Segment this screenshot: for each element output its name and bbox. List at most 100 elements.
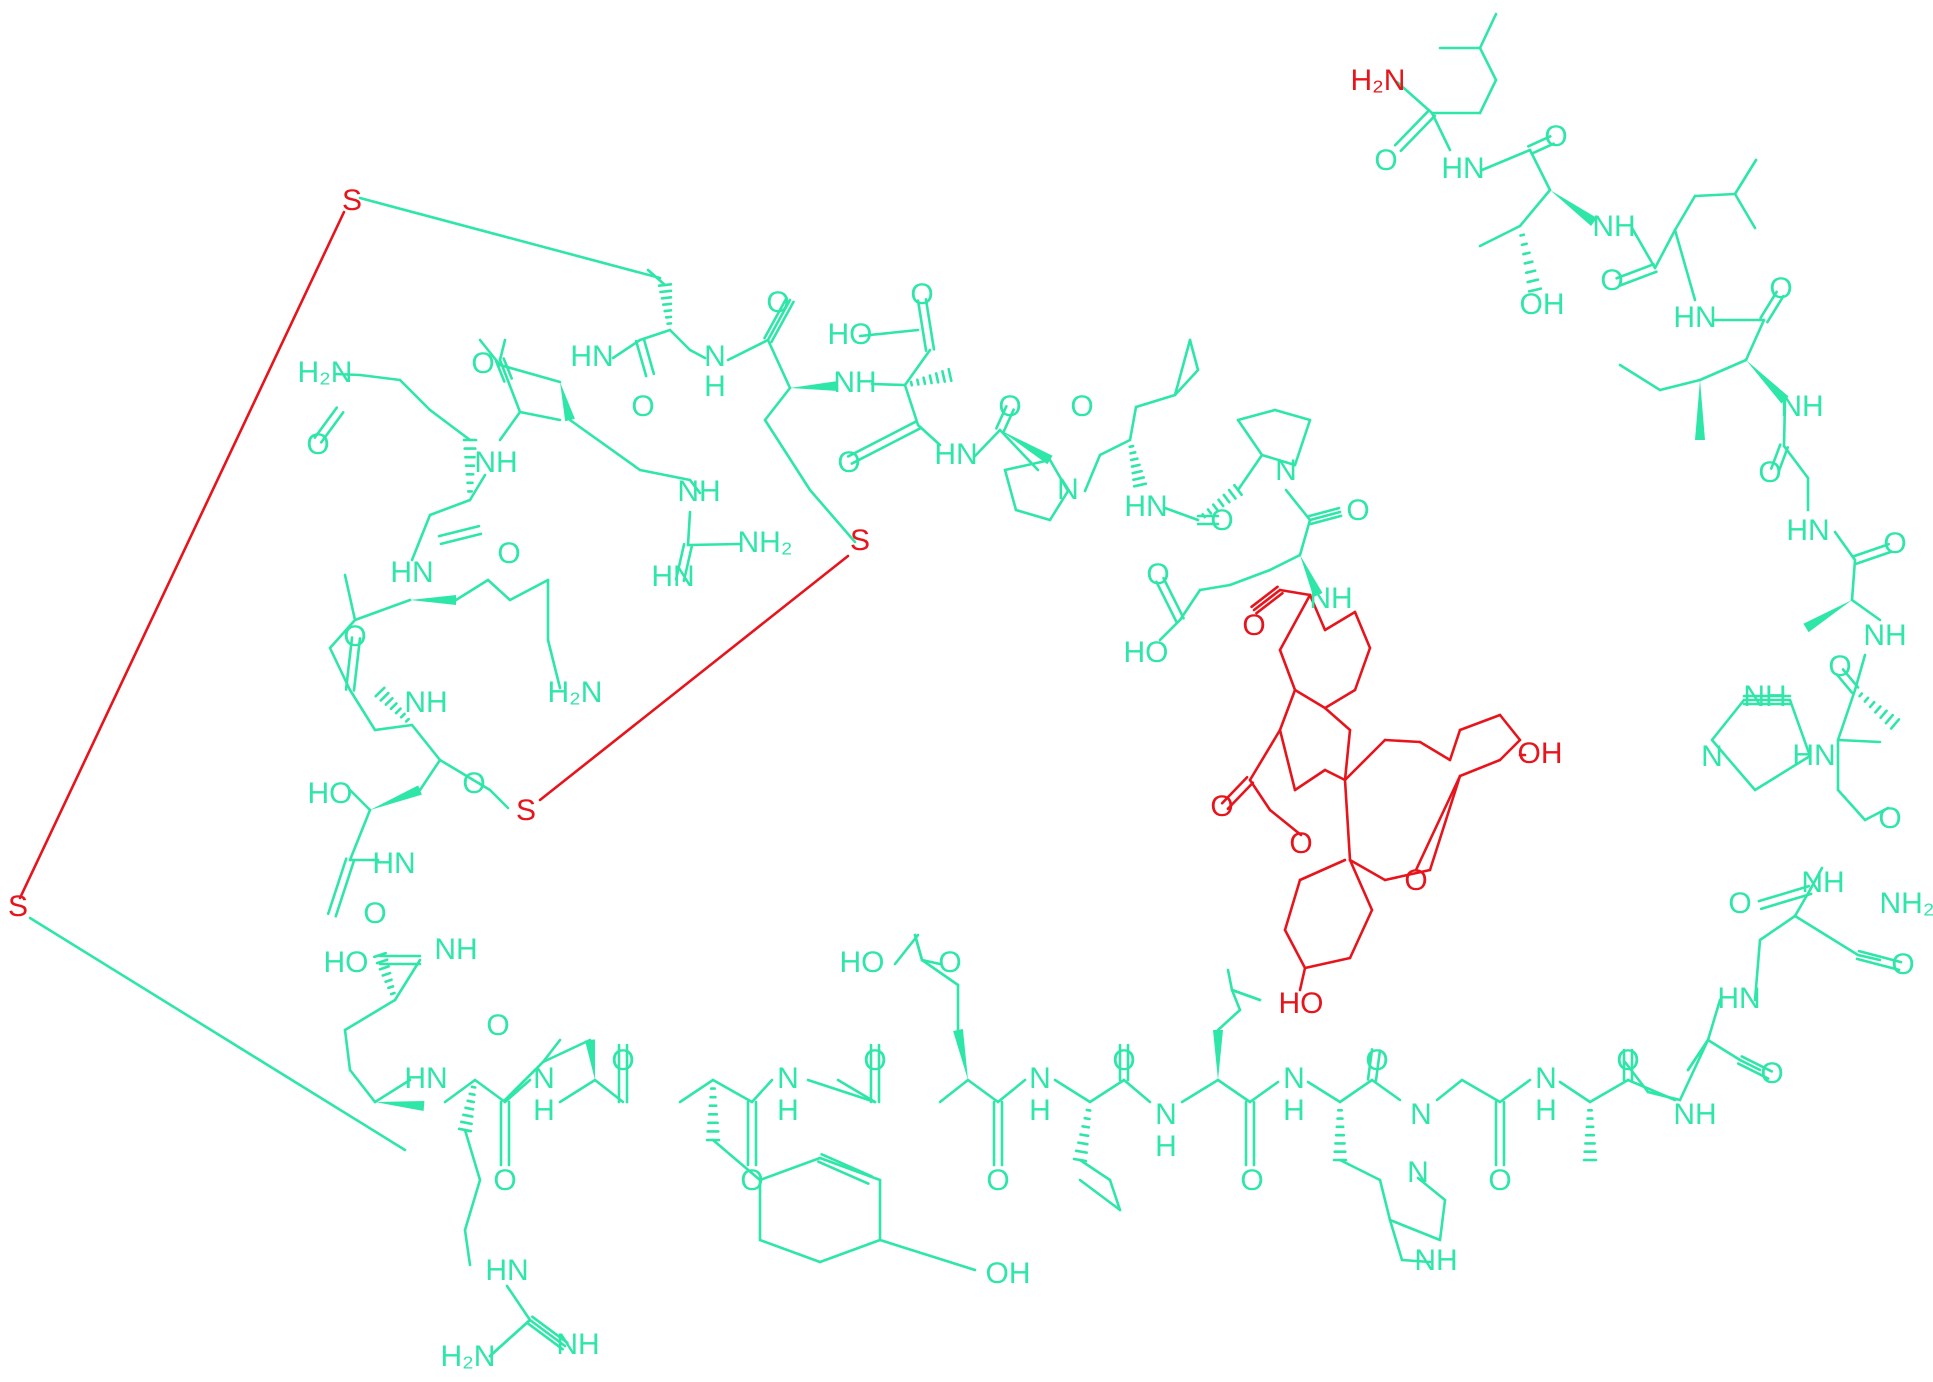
hashed-bond [464, 1106, 475, 1111]
bond-line [503, 1060, 545, 1102]
bond-line [1782, 398, 1787, 448]
bond-line [468, 473, 487, 502]
atom-label-hn-arg1: HN [651, 560, 694, 593]
bond-line [343, 573, 357, 622]
bond-line [1173, 368, 1200, 397]
atom-label-o3: O [1600, 264, 1623, 297]
bond-line [343, 998, 397, 1032]
hashed-bond [1217, 498, 1225, 508]
double-bond [1757, 884, 1811, 903]
bond-line [1343, 738, 1387, 782]
double-bond [820, 1153, 873, 1178]
hashed-bond [404, 717, 410, 723]
atom-label-h2n-cterm: H₂N [1351, 64, 1406, 97]
bond-line [1383, 738, 1422, 744]
double-bond [313, 406, 339, 439]
bond-line [1438, 1198, 1447, 1242]
bond-line [1306, 1080, 1342, 1104]
atom-label-o16: O [1112, 1044, 1135, 1077]
atom-label-n7: N [1410, 1098, 1432, 1131]
bond-line [358, 373, 402, 382]
bond-line [1226, 968, 1234, 992]
bond-line [473, 1078, 507, 1104]
double-bond [1740, 1055, 1774, 1073]
hashed-bond [1211, 503, 1219, 511]
bond-line [1673, 194, 1697, 232]
bond-line [1348, 908, 1374, 960]
hashed-bond [1130, 463, 1141, 468]
bond-line [1236, 418, 1264, 457]
bond-line [1323, 610, 1357, 632]
bond-line [348, 788, 372, 812]
hashed-bond [1526, 278, 1540, 284]
bond-line [1863, 806, 1890, 822]
atom-label-n11: N [777, 1062, 799, 1095]
bond-line [1278, 688, 1297, 732]
atom-label-h8: H [1283, 1094, 1305, 1127]
atom-label-s-cys1: S [342, 184, 362, 217]
hashed-bond [462, 1113, 474, 1118]
bond-line [1435, 1078, 1464, 1102]
bond-line [503, 1078, 532, 1104]
hashed-bond [1879, 709, 1888, 720]
bond-line [348, 1068, 377, 1104]
hashed-bond [1868, 700, 1876, 709]
hashed-bond [1128, 444, 1135, 449]
bond-line [1308, 510, 1342, 522]
hashed-bond [1858, 692, 1864, 698]
bond-line [1528, 148, 1552, 192]
bond-line [1498, 713, 1522, 742]
bond-line [1782, 444, 1810, 480]
bond-line [1478, 78, 1498, 115]
bond-line [1808, 866, 1824, 892]
atom-label-o4: O [1769, 272, 1792, 305]
bond-line [498, 363, 562, 384]
hashed-bond [660, 296, 673, 300]
atom-label-o9: O [1728, 887, 1751, 920]
bond-line [398, 378, 432, 412]
bond-line [1236, 453, 1264, 492]
bond-line [410, 513, 432, 562]
bond-line [711, 1138, 762, 1182]
bond-line [1498, 1078, 1532, 1104]
disulfide-link [358, 196, 662, 280]
hashed-bond [1132, 476, 1146, 482]
bond-line [818, 1238, 882, 1264]
atom-label-ho-thr1: HO [308, 777, 353, 810]
hashed-bond [384, 696, 394, 706]
bond-line [1428, 774, 1462, 842]
hashed-bond [378, 965, 390, 971]
bond-line [1236, 408, 1277, 422]
bond-line [1588, 1078, 1630, 1104]
bond-line [1216, 1008, 1242, 1032]
bond-line [1088, 1078, 1126, 1104]
bond-line [1793, 888, 1812, 918]
atom-label-o18: O [938, 946, 961, 979]
bond-line [766, 338, 792, 390]
wedge-bond [1000, 430, 1053, 465]
atom-label-hn6: HN [404, 1062, 447, 1095]
bond-line [1418, 740, 1452, 762]
wedge-bond [585, 1039, 595, 1080]
bond-line [1416, 1176, 1447, 1202]
bond-line [1395, 80, 1434, 115]
bond-line [1298, 966, 1307, 992]
atom-label-hn11: HN [570, 340, 613, 373]
bond-line [1078, 1178, 1122, 1212]
double-bond [1736, 1062, 1770, 1080]
bond-line [1122, 1078, 1152, 1104]
bond-line [1278, 588, 1312, 597]
double-bond [531, 1315, 569, 1345]
hashed-bond [941, 369, 947, 383]
bond-line [1268, 553, 1302, 572]
bond-line [1278, 728, 1297, 792]
bond-line [1338, 1078, 1374, 1104]
wedge-bond [375, 1101, 425, 1111]
double-bond [995, 405, 1008, 430]
atom-label-ho-asp: HO [828, 318, 873, 351]
disulfide-link [538, 554, 850, 802]
atom-label-ho-glu2: HO [840, 946, 885, 979]
double-bond [502, 357, 514, 380]
atom-label-n-pro1: N [1057, 473, 1079, 506]
bond-line [1293, 418, 1312, 467]
